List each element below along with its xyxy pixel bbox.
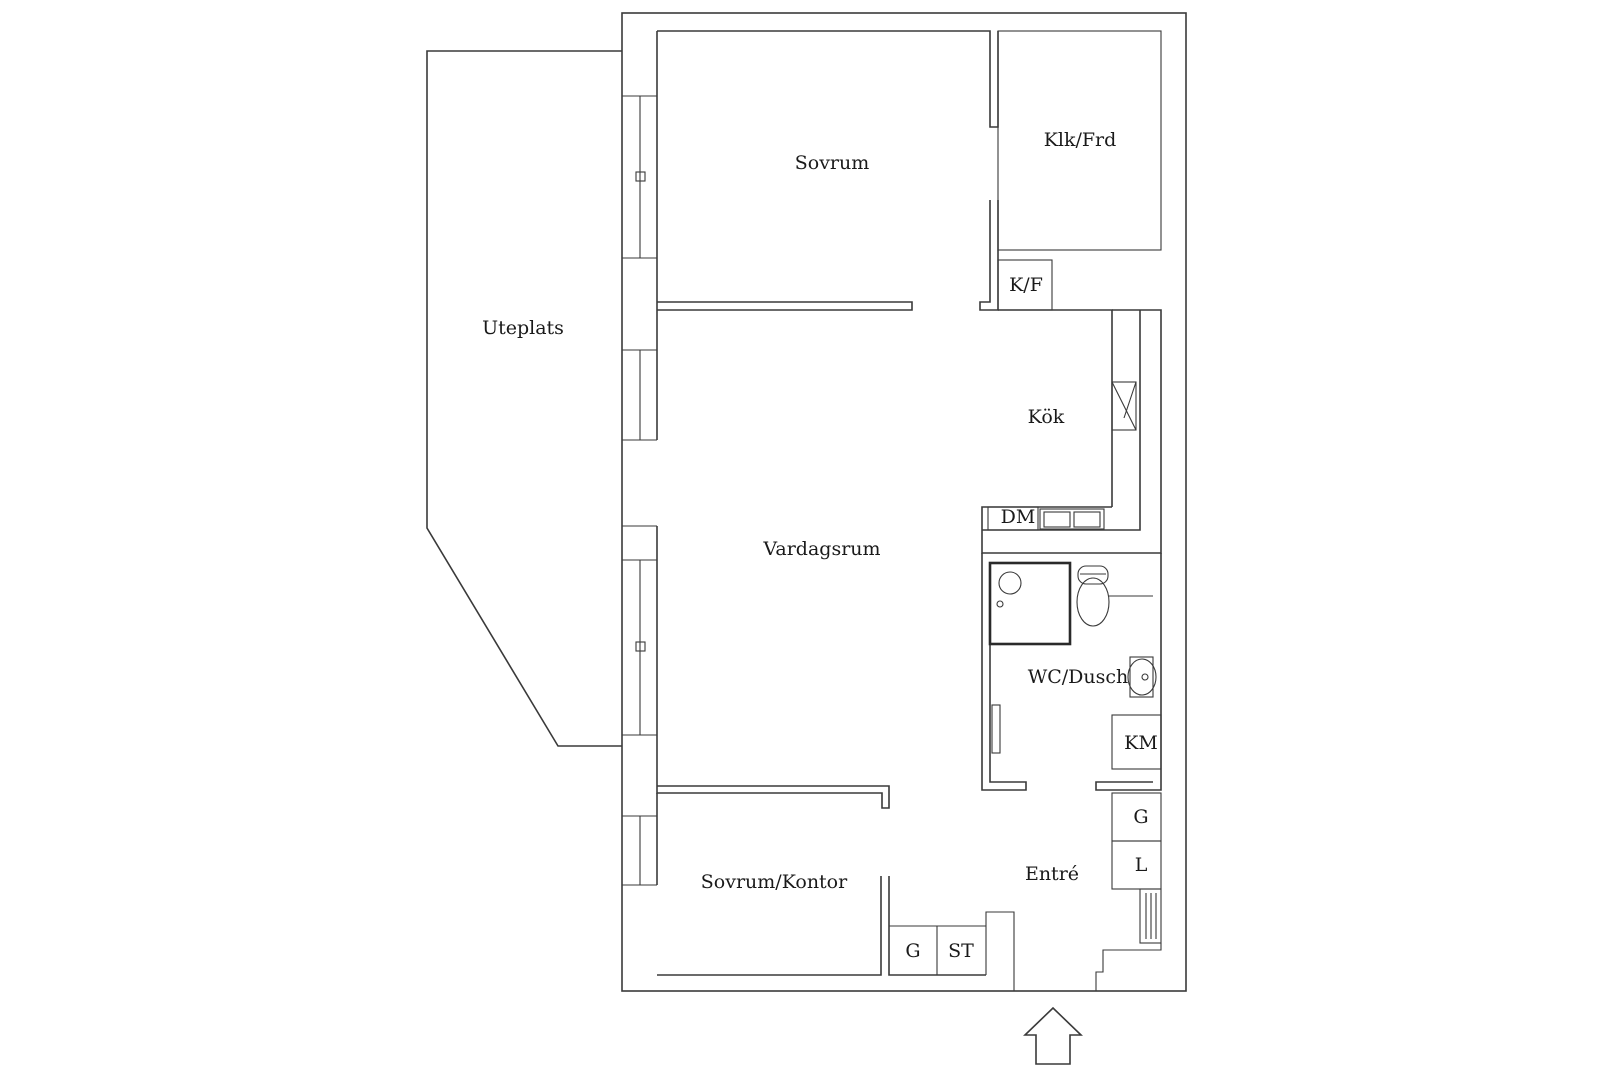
closet-label-st: ST bbox=[948, 940, 974, 962]
room-label-kf: K/F bbox=[1009, 274, 1043, 296]
klk-frd-walls bbox=[997, 30, 1162, 311]
entrance-walls bbox=[985, 792, 1162, 991]
sovrum-kontor-walls bbox=[656, 778, 986, 976]
sink-icon bbox=[1129, 656, 1154, 698]
appliance-label-km: KM bbox=[1124, 732, 1158, 754]
room-label-sovrum-kontor: Sovrum/Kontor bbox=[701, 871, 848, 893]
room-label-wc-dusch: WC/Dusch bbox=[1028, 666, 1129, 688]
room-label-uteplats: Uteplats bbox=[482, 317, 564, 339]
west-wall bbox=[622, 31, 658, 886]
kitchen-counters bbox=[981, 309, 1162, 554]
shower-icon bbox=[988, 561, 1072, 646]
closet-label-g: G bbox=[905, 940, 920, 962]
closet-label-l: L bbox=[1135, 854, 1148, 876]
entrance-arrow-icon bbox=[1023, 1006, 1083, 1065]
terrace-outline bbox=[426, 50, 622, 747]
room-label-vardagsrum: Vardagsrum bbox=[762, 538, 880, 560]
room-label-entre: Entré bbox=[1025, 863, 1079, 885]
bathroom-walls bbox=[981, 553, 1162, 791]
room-label-sovrum: Sovrum bbox=[795, 152, 870, 174]
outer-wall bbox=[621, 12, 1187, 992]
room-label-klk-frd: Klk/Frd bbox=[1044, 129, 1117, 151]
closet-label-g-right: G bbox=[1133, 806, 1148, 828]
appliance-label-dm: DM bbox=[1001, 506, 1036, 528]
room-label-kok: Kök bbox=[1028, 406, 1065, 428]
toilet-icon bbox=[1077, 565, 1109, 585]
